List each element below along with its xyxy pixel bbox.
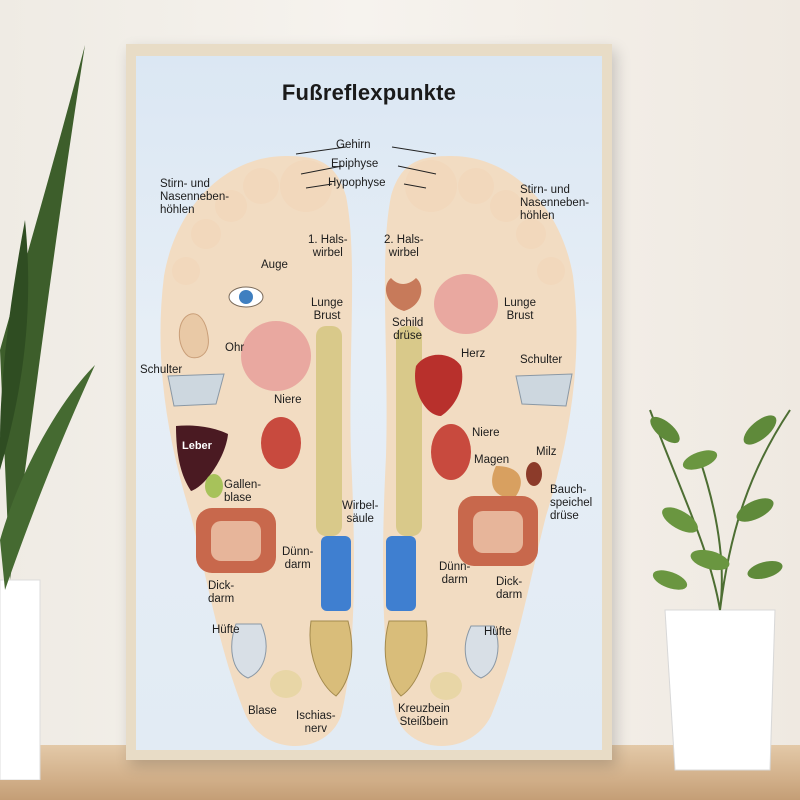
left-toe [172,257,200,285]
left-planter-pot [0,579,41,780]
label-bauchspeicheldruese: Bauch- speichel drüse [550,484,593,522]
right-toe [537,257,565,285]
label-dickdarm-right: Dick- darm [496,576,523,601]
brain-pointer-lines [295,146,437,189]
label-blase: Blase [248,705,277,717]
label-ohr: Ohr [225,342,245,354]
reflexology-poster: Fußreflexpunkte Gehirn Epiphyse Hypophys… [136,56,602,750]
leaf [652,570,688,590]
left-kidney [261,417,301,469]
label-niere-left: Niere [274,394,302,406]
label-lunge-right: Lunge Brust [504,297,536,322]
left-hip [231,623,267,679]
label-halswirbel-2: 2. Hals- wirbel [384,234,424,259]
label-schilddruese: Schild drüse [392,317,424,342]
right-heel-organ [430,672,462,700]
right-lumbar-spine [386,536,416,611]
label-halswirbel-1: 1. Hals- wirbel [308,234,348,259]
label-kreuzbein: Kreuzbein Steißbein [398,703,450,728]
right-small-intestine [473,511,523,553]
label-huefte-right: Hüfte [484,626,512,638]
label-auge: Auge [261,259,288,271]
leaf [682,450,718,470]
label-gehirn: Gehirn [336,139,371,151]
ear [178,313,209,359]
left-plant [0,45,95,780]
label-schulter-right: Schulter [520,354,563,366]
label-niere-right: Niere [472,427,500,439]
leaf [0,45,85,580]
label-huefte-left: Hüfte [212,624,240,636]
left-toe [243,168,279,204]
left-toe [191,219,221,249]
heart [415,354,463,416]
label-ischiasnerv: Ischias- nerv [296,710,336,735]
label-schulter-left: Schulter [140,364,183,376]
label-stirn-left: Stirn- und Nasenneben- höhlen [160,178,230,216]
spleen [526,462,542,486]
right-foot-sole [383,156,577,746]
label-stirn-right: Stirn- und Nasenneben- höhlen [520,184,590,222]
left-foot-sole [160,156,354,746]
leaf [690,549,730,571]
eye-iris [239,290,253,304]
label-gallenblase: Gallen- blase [224,479,262,504]
label-lunge-left: Lunge Brust [311,297,343,322]
label-epiphyse: Epiphyse [331,158,379,170]
right-planter-pot [664,609,776,771]
thyroid [385,278,422,311]
left-lungs [241,321,311,391]
left-toe [215,190,247,222]
left-sacrum [309,620,353,697]
foot-illustration [160,146,577,746]
gall-bladder [205,474,223,498]
label-wirbelsaeule: Wirbel- säule [342,500,379,525]
liver [176,425,228,491]
label-magen: Magen [474,454,510,466]
leaf [0,220,29,470]
right-toe [490,190,522,222]
label-duenndarm-left: Dünn- darm [282,546,314,571]
left-spine [316,326,342,536]
leaf [747,560,783,580]
right-sacrum [384,620,428,697]
right-spine [396,326,422,536]
leaf [0,365,95,590]
label-duenndarm-right: Dünn- darm [439,561,471,586]
label-herz: Herz [461,348,486,360]
label-leber: Leber [182,440,212,452]
right-hip [464,625,499,679]
right-lungs [434,274,498,334]
leaf [662,507,698,533]
label-milz: Milz [536,446,557,458]
right-toe [516,219,546,249]
stomach [492,466,521,497]
bladder [270,670,302,698]
left-shoulder [167,373,225,407]
leaf [736,498,774,522]
left-toe [280,160,332,212]
plant-stem [649,409,791,611]
leaf [743,415,777,445]
left-lumbar-spine [321,536,351,611]
label-dickdarm-left: Dick- darm [208,580,235,605]
label-hypophyse: Hypophyse [328,177,386,189]
right-kidney [431,424,471,480]
right-shoulder [515,373,573,407]
right-toe [458,168,494,204]
leaf [650,416,680,444]
right-toe [405,160,457,212]
right-plant [649,409,791,771]
left-small-intestine [211,521,261,561]
poster-title: Fußreflexpunkte [281,80,457,105]
